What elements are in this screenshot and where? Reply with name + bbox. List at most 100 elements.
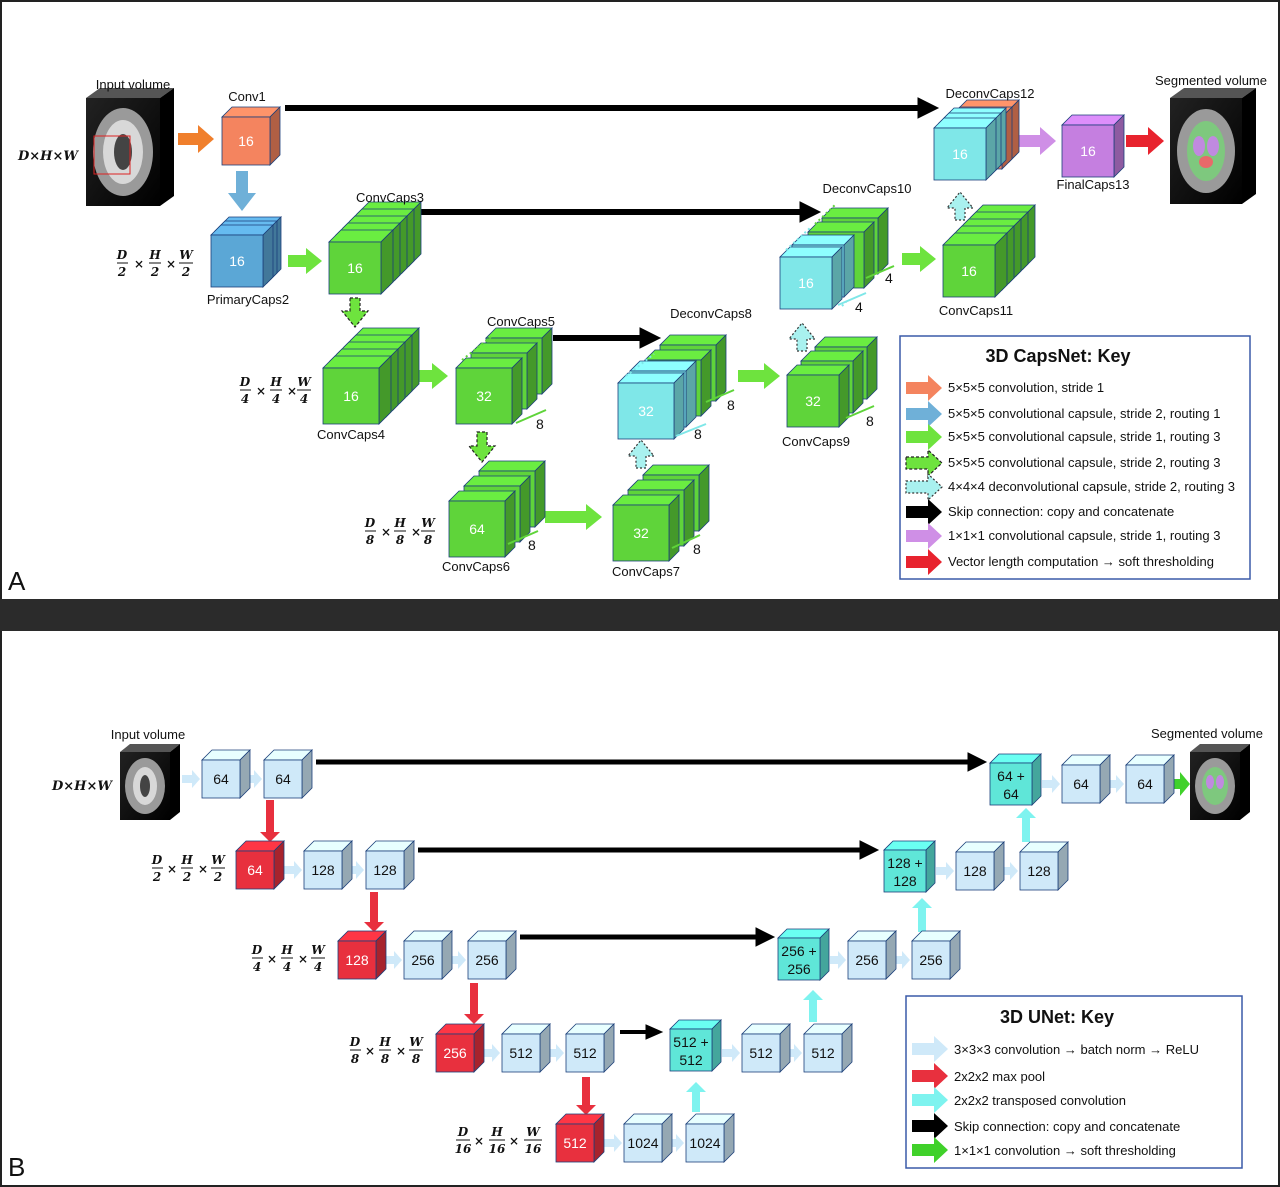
flow-12 [830, 951, 846, 969]
finalcaps13-block: 16 [1061, 114, 1125, 178]
unet-block-u1cat-top: 64 + [997, 768, 1025, 784]
convcaps3-block-front-value: 16 [347, 260, 363, 276]
svg-text:×: × [381, 525, 391, 539]
input-volume-title: Input volume [96, 77, 170, 92]
svg-text:×: × [198, 862, 208, 876]
panel-a-flow-arrows [178, 125, 1164, 530]
convcaps4-label: ConvCaps4 [317, 427, 385, 442]
unet-block-l4b-value: 512 [573, 1045, 597, 1061]
svg-text:4: 4 [300, 392, 308, 406]
flow-17 [1110, 775, 1124, 793]
panel-b-flow-arrows [182, 770, 1190, 1152]
pool-2 [364, 892, 384, 932]
dotted-guide-2 [625, 353, 655, 377]
dim-half-a: D 2 × H 2 × W 2 [116, 248, 194, 279]
unet-output-image [1190, 744, 1250, 820]
convcaps9-block-front: 32 [786, 364, 850, 428]
unet-block-l2pool: 64 [235, 840, 285, 890]
svg-text:8: 8 [424, 533, 433, 547]
unet-block-u2a: 128 [955, 841, 1005, 891]
svg-text:2: 2 [181, 265, 190, 279]
svg-text:2: 2 [182, 870, 191, 884]
deconvcaps10-block-front: 16 [779, 246, 843, 310]
flow-13 [896, 951, 910, 969]
convcaps6-block-front: 64 [448, 490, 516, 558]
svg-text:H: H [378, 1035, 391, 1049]
up-1 [686, 1082, 706, 1112]
side-brace-3 [671, 534, 701, 549]
convcaps3-label: ConvCaps3 [356, 190, 424, 205]
convcaps3-block-front: 16 [328, 229, 394, 295]
svg-text:D: D [239, 375, 251, 389]
unet-block-l4a: 512 [501, 1023, 551, 1073]
unet-output-title: Segmented volume [1151, 726, 1263, 741]
unet-block-u2a-value: 128 [963, 863, 987, 879]
unet-block-l3a-value: 256 [411, 952, 435, 968]
convcaps7-label: ConvCaps7 [612, 564, 680, 579]
panel-b-skip-arrows [316, 752, 988, 1040]
svg-text:2: 2 [117, 265, 126, 279]
svg-text:16: 16 [489, 1142, 506, 1156]
unet-block-l2b-value: 128 [373, 862, 397, 878]
unet-block-u3cat: 256 +256 [777, 928, 830, 981]
convcaps4-block-front: 16 [322, 355, 392, 425]
unet-block-l4b: 512 [565, 1023, 615, 1073]
side-brace-8 [837, 292, 867, 306]
convcaps7-block-front: 32 [612, 494, 680, 562]
side-brace-4 [705, 389, 735, 403]
unet-block-u3b-value: 256 [919, 952, 943, 968]
unet-block-u3b: 256 [911, 930, 961, 980]
convcaps4-block-front-value: 16 [343, 388, 359, 404]
primarycaps2-block-front-value: 16 [229, 253, 245, 269]
svg-text:W: W [297, 375, 312, 389]
unet-block-u3cat-bottom: 256 [787, 961, 811, 977]
unet-block-u4a-value: 512 [749, 1045, 773, 1061]
dim-quarter-b: D 4 × H 4 × W 4 [251, 943, 326, 974]
capsnet-key-item-5: 4×4×4 deconvolutional capsule, stride 2,… [948, 479, 1235, 494]
deconvcaps10-block: 16 [779, 234, 855, 310]
flow-14 [936, 862, 954, 880]
unet-block-l5a: 1024 [623, 1113, 673, 1163]
capsnet-key-item-3: 5×5×5 convolutional capsule, stride 1, r… [948, 429, 1220, 444]
svg-text:×: × [287, 384, 297, 398]
convcaps5-block-front: 32 [455, 357, 523, 425]
svg-text:×: × [298, 952, 308, 966]
unet-block-u1cat: 64 +64 [989, 753, 1042, 806]
svg-text:4: 4 [314, 960, 322, 974]
dim-quarter-a: D 4 × H 4 × W 4 [239, 375, 312, 406]
flow-4 [386, 951, 402, 969]
unet-block-u4b-value: 512 [811, 1045, 835, 1061]
unet-block-u2cat-top: 128 + [887, 855, 922, 871]
unet-key-title: 3D UNet: Key [1000, 1007, 1114, 1027]
svg-text:W: W [409, 1035, 424, 1049]
input-volume-image [86, 88, 174, 206]
unet-block-l1a: 64 [201, 749, 251, 799]
svg-text:W: W [311, 943, 326, 957]
unet-block-u4cat-bottom: 512 [679, 1052, 703, 1068]
deconvcaps8-block: 32 [617, 360, 697, 440]
pool-3 [464, 983, 484, 1024]
unet-input-dim: D×H×W [51, 779, 113, 794]
capsnet-key-item-2: 5×5×5 convolutional capsule, stride 2, r… [948, 406, 1220, 421]
svg-text:D: D [151, 853, 163, 867]
svg-text:×: × [396, 1044, 406, 1058]
unet-block-l4pool-value: 256 [443, 1045, 467, 1061]
svg-text:W: W [211, 853, 226, 867]
svg-text:H: H [269, 375, 282, 389]
unet-key-item-1: 3×3×3 convolution → batch norm → ReLU [954, 1042, 1199, 1057]
svg-text:×: × [167, 862, 177, 876]
deconvcaps10-side-a: 4 [885, 270, 893, 286]
svg-text:D: D [457, 1125, 469, 1139]
unet-block-u1b-value: 64 [1137, 776, 1153, 792]
capsnet-key-item-1: 5×5×5 convolution, stride 1 [948, 380, 1104, 395]
convcaps5-label: ConvCaps5 [487, 314, 555, 329]
panel-b-letter: B [8, 1152, 25, 1182]
svg-text:8: 8 [381, 1052, 390, 1066]
svg-text:4: 4 [253, 960, 261, 974]
side-brace-6 [845, 405, 875, 419]
flow-11 [790, 1044, 802, 1062]
unet-block-u2b: 128 [1019, 841, 1069, 891]
flow-15 [1004, 862, 1018, 880]
conv1-block: 16 [221, 106, 281, 166]
